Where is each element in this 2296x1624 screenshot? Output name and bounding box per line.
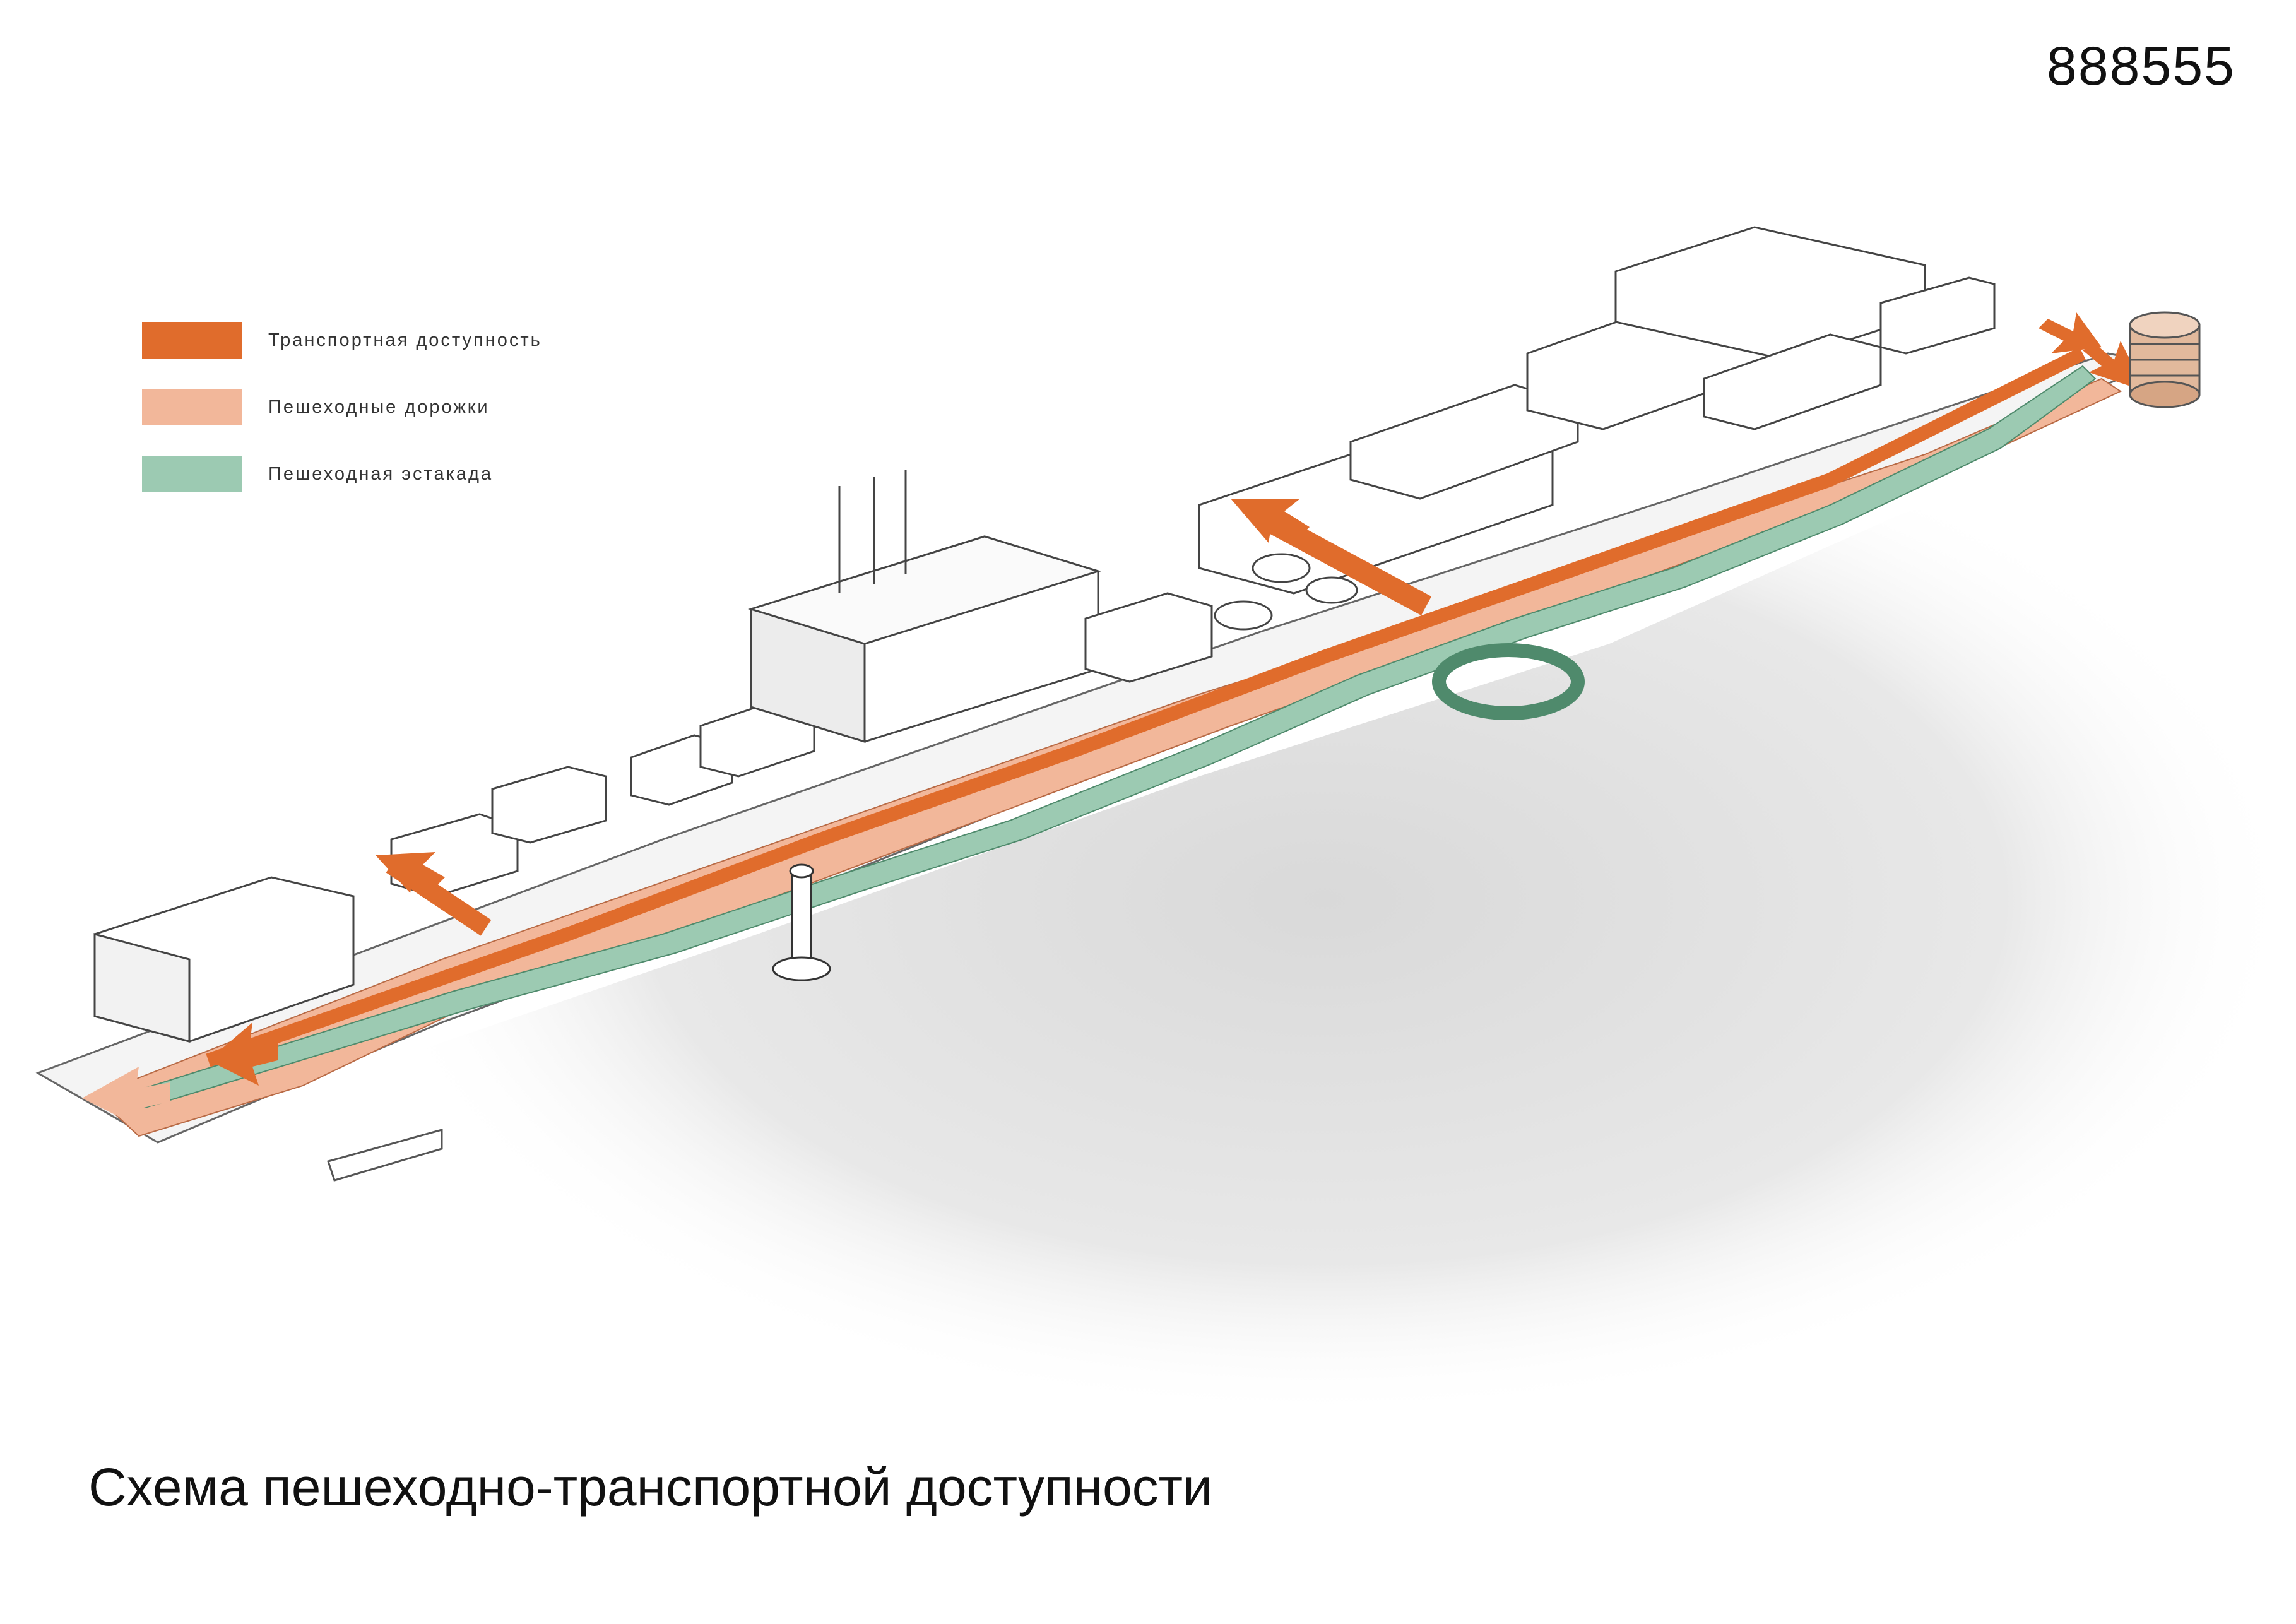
legend-item-pedestrian: Пешеходные дорожки [142, 389, 542, 425]
factory-block [747, 470, 1213, 744]
pedestrian-arrow-southwest [82, 1067, 170, 1130]
legend-swatch [142, 389, 242, 425]
transport-arrow-west [376, 852, 445, 893]
project-number: 888555 [2047, 36, 2235, 97]
pier-west [327, 1129, 443, 1182]
observation-tower [772, 863, 831, 981]
legend-swatch [142, 456, 242, 492]
legend-swatch [142, 322, 242, 359]
legend-label: Пешеходная эстакада [268, 463, 494, 484]
transport-arrow-northeast [2039, 312, 2102, 353]
parking-tower [2129, 311, 2201, 408]
legend: Транспортная доступность Пешеходные доро… [142, 322, 542, 523]
transport-route-main [206, 347, 2086, 1067]
transport-arrow-southwest [208, 1022, 278, 1086]
water-area [353, 379, 2296, 1420]
legend-label: Пешеходные дорожки [268, 396, 490, 417]
building-cluster-east [1198, 226, 1996, 631]
page-title: Схема пешеходно-транспортной доступности [88, 1457, 1213, 1517]
transport-arrow-north [1231, 499, 1310, 543]
building-cluster-west [93, 699, 815, 1043]
legend-item-overpass: Пешеходная эстакада [142, 456, 542, 492]
overpass-loop [1432, 643, 1585, 720]
pedestrian-overpass [131, 365, 2097, 1109]
legend-label: Транспортная доступность [268, 329, 542, 350]
legend-item-transport: Транспортная доступность [142, 322, 542, 359]
